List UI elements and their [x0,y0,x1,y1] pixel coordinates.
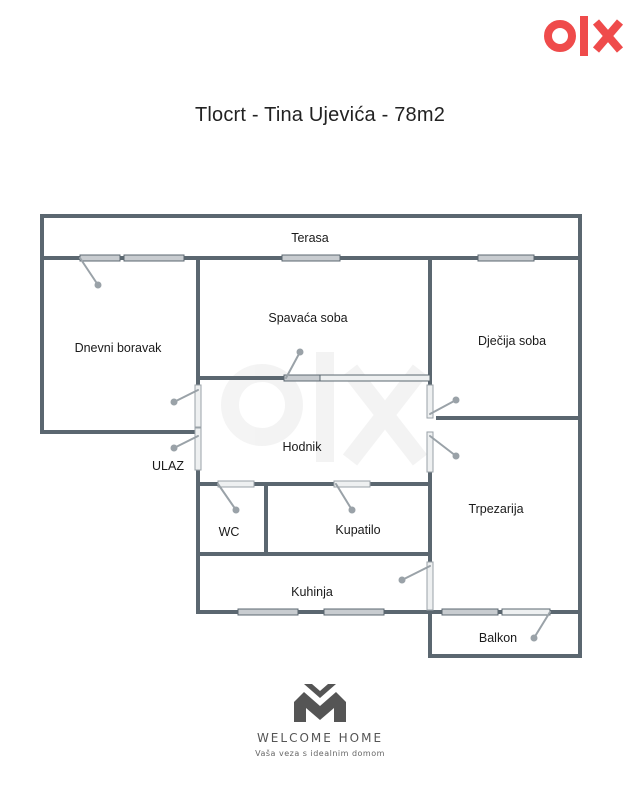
room-labels: Terasa Dnevni boravak Spavaća soba Dječi… [75,231,547,645]
door-openings [194,384,434,611]
room-label-kuhinja: Kuhinja [291,585,333,599]
room-label-trpezarija: Trpezarija [468,502,523,516]
room-label-terasa: Terasa [291,231,329,245]
room-label-spavaca-soba: Spavaća soba [268,311,347,325]
room-label-ulaz: ULAZ [152,459,184,473]
room-label-djecija-soba: Dječija soba [478,334,546,348]
room-label-kupatilo: Kupatilo [335,523,380,537]
olx-watermark [221,352,428,466]
welcome-home-brand: WELCOME HOME Vaša veza s idealnim domom [220,680,420,758]
room-label-wc: WC [219,525,240,539]
olx-logo [544,16,624,56]
house-logo-icon [294,684,346,722]
windows [79,254,551,616]
room-label-hodnik: Hodnik [283,440,323,454]
room-label-dnevni-boravak: Dnevni boravak [75,341,163,355]
door-swings [79,257,551,642]
brand-tagline: Vaša veza s idealnim domom [255,749,385,758]
page-title: Tlocrt - Tina Ujevića - 78m2 [194,104,446,126]
room-label-balkon: Balkon [479,631,517,645]
brand-name: WELCOME HOME [256,731,384,745]
